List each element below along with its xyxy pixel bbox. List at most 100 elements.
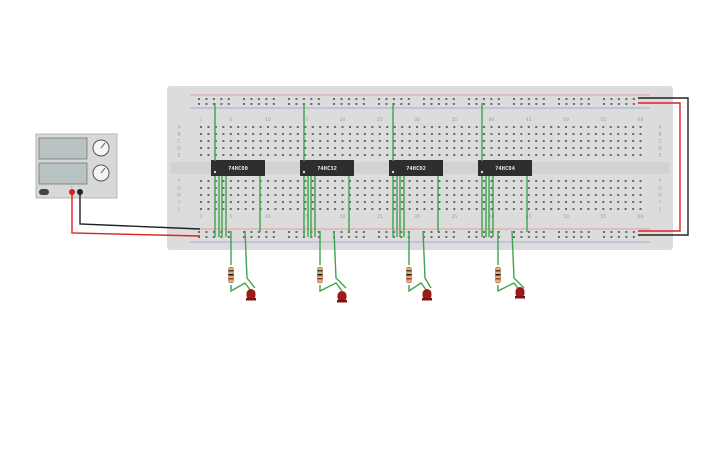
rail-hole[interactable] <box>355 236 358 238</box>
rail-hole[interactable] <box>580 98 583 100</box>
hole[interactable] <box>207 180 210 182</box>
hole[interactable] <box>386 126 389 128</box>
hole[interactable] <box>475 133 478 135</box>
hole[interactable] <box>304 194 307 196</box>
hole[interactable] <box>609 147 612 149</box>
rail-hole[interactable] <box>212 103 215 105</box>
rail-hole[interactable] <box>392 231 395 233</box>
hole[interactable] <box>311 154 314 156</box>
hole[interactable] <box>632 194 635 196</box>
hole[interactable] <box>632 140 635 142</box>
hole[interactable] <box>594 187 597 189</box>
chip-74hc00[interactable]: 74HC00 <box>211 160 265 176</box>
hole[interactable] <box>602 154 605 156</box>
hole[interactable] <box>349 201 351 203</box>
hole[interactable] <box>237 201 240 203</box>
hole[interactable] <box>296 208 299 210</box>
hole[interactable] <box>319 194 322 196</box>
hole[interactable] <box>520 194 523 196</box>
hole[interactable] <box>304 147 307 149</box>
hole[interactable] <box>430 147 433 149</box>
hole[interactable] <box>356 187 359 189</box>
hole[interactable] <box>430 187 433 189</box>
hole[interactable] <box>565 147 568 149</box>
hole[interactable] <box>393 187 396 189</box>
rail-hole[interactable] <box>205 236 208 238</box>
rail-hole[interactable] <box>340 236 343 238</box>
hole[interactable] <box>565 201 568 203</box>
hole[interactable] <box>214 126 217 128</box>
hole[interactable] <box>371 126 374 128</box>
hole[interactable] <box>244 187 247 189</box>
hole[interactable] <box>393 194 396 196</box>
hole[interactable] <box>393 126 396 128</box>
hole[interactable] <box>363 133 366 135</box>
hole[interactable] <box>229 208 232 210</box>
hole[interactable] <box>401 208 404 210</box>
hole[interactable] <box>624 133 627 135</box>
rail-hole[interactable] <box>355 98 358 100</box>
hole[interactable] <box>572 201 575 203</box>
hole[interactable] <box>214 201 217 203</box>
hole[interactable] <box>296 133 299 135</box>
hole[interactable] <box>222 201 225 203</box>
hole[interactable] <box>416 140 419 142</box>
hole[interactable] <box>445 147 448 149</box>
hole[interactable] <box>289 180 292 182</box>
hole[interactable] <box>349 180 351 182</box>
hole[interactable] <box>445 140 448 142</box>
hole[interactable] <box>274 133 277 135</box>
rail-hole[interactable] <box>198 236 200 238</box>
hole[interactable] <box>527 140 530 142</box>
hole[interactable] <box>512 154 515 156</box>
hole[interactable] <box>386 133 389 135</box>
hole[interactable] <box>624 147 627 149</box>
hole[interactable] <box>520 133 523 135</box>
hole[interactable] <box>289 187 292 189</box>
hole[interactable] <box>609 133 612 135</box>
hole[interactable] <box>341 126 344 128</box>
rail-hole[interactable] <box>617 98 620 100</box>
hole[interactable] <box>237 126 240 128</box>
hole[interactable] <box>341 208 344 210</box>
hole[interactable] <box>408 133 411 135</box>
rail-hole[interactable] <box>423 103 425 105</box>
hole[interactable] <box>512 194 515 196</box>
rail-hole[interactable] <box>520 98 523 100</box>
hole[interactable] <box>460 201 463 203</box>
hole[interactable] <box>572 140 575 142</box>
hole[interactable] <box>453 187 456 189</box>
rail-hole[interactable] <box>385 98 388 100</box>
hole[interactable] <box>430 133 433 135</box>
hole[interactable] <box>281 133 284 135</box>
hole[interactable] <box>609 194 612 196</box>
hole[interactable] <box>557 208 560 210</box>
rail-hole[interactable] <box>482 231 485 233</box>
hole[interactable] <box>445 208 448 210</box>
hole[interactable] <box>565 208 568 210</box>
hole[interactable] <box>550 194 553 196</box>
rail-hole[interactable] <box>497 236 500 238</box>
hole[interactable] <box>579 133 582 135</box>
led-anode-wire[interactable] <box>230 282 252 293</box>
hole[interactable] <box>207 201 210 203</box>
hole[interactable] <box>535 140 538 142</box>
hole[interactable] <box>229 140 232 142</box>
hole[interactable] <box>319 147 322 149</box>
hole[interactable] <box>438 180 441 182</box>
hole[interactable] <box>468 180 471 182</box>
hole[interactable] <box>423 126 426 128</box>
hole[interactable] <box>222 147 225 149</box>
power-switch[interactable] <box>39 189 49 195</box>
hole[interactable] <box>624 126 627 128</box>
hole[interactable] <box>602 133 605 135</box>
hole[interactable] <box>334 147 337 149</box>
hole[interactable] <box>371 208 374 210</box>
hole[interactable] <box>341 194 344 196</box>
rail-hole[interactable] <box>520 103 523 105</box>
rail-hole[interactable] <box>437 231 440 233</box>
rail-hole[interactable] <box>362 236 365 238</box>
led-anode-wire[interactable] <box>497 282 521 293</box>
hole[interactable] <box>572 154 575 156</box>
hole[interactable] <box>349 194 351 196</box>
